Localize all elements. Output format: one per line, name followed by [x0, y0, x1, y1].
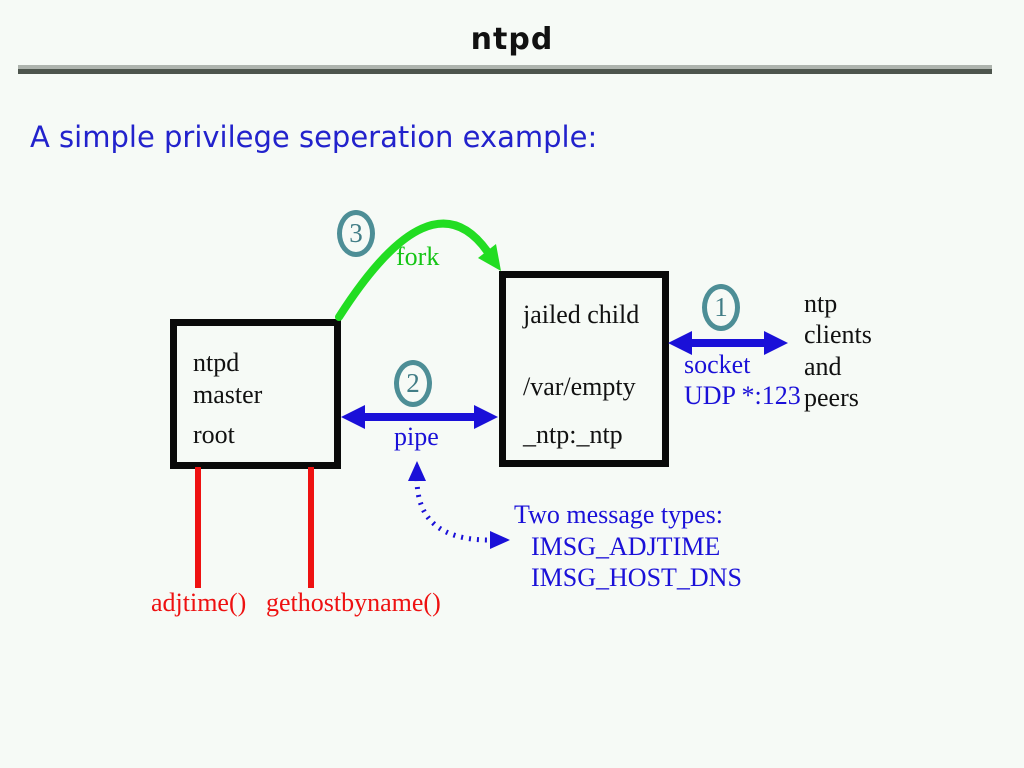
- clients-label-line2: clients: [804, 320, 872, 350]
- socket-label: socket UDP *:123: [684, 349, 801, 411]
- fork-arrow-curve: [335, 219, 491, 321]
- clients-label-line4: peers: [804, 383, 859, 413]
- fork-arrow-head: [478, 244, 501, 271]
- master-box-line3: root: [193, 420, 235, 449]
- message-types-item1: IMSG_ADJTIME: [531, 531, 721, 561]
- slide-heading: A simple privilege seperation example:: [30, 120, 598, 154]
- socket-arrow-head-left: [668, 331, 692, 355]
- clients-label-line3: and: [804, 351, 842, 381]
- socket-label-line2: UDP *:123: [684, 381, 801, 410]
- pipe-arrow-head-right: [474, 405, 498, 429]
- child-box-line3: _ntp:_ntp: [523, 420, 623, 449]
- jailed-child-box: jailed child /var/empty _ntp:_ntp: [499, 271, 669, 467]
- master-box-line1: ntpd: [193, 348, 240, 377]
- fork-label: fork: [396, 242, 440, 271]
- adjtime-label: adjtime(): [151, 588, 247, 617]
- step-badge-pipe: 2: [394, 360, 432, 407]
- message-callout-head-up: [408, 461, 426, 481]
- message-types-item2: IMSG_HOST_DNS: [531, 563, 742, 592]
- master-box-line2: master: [193, 380, 263, 409]
- step-badge-socket: 1: [702, 284, 740, 331]
- message-types-title: Two message types:: [514, 500, 724, 529]
- title-divider: [18, 65, 992, 74]
- message-types-label: Two message types: IMSG_ADJTIME IMSG_HOS…: [514, 499, 742, 594]
- ntp-clients-label: ntp clients and peers: [804, 288, 872, 414]
- ntpd-master-box: ntpd master root: [170, 319, 341, 469]
- message-callout-curve: [414, 478, 490, 543]
- gethostbyname-label: gethostbyname(): [266, 588, 441, 617]
- pipe-label: pipe: [394, 422, 439, 451]
- clients-label-line1: ntp: [804, 289, 838, 318]
- child-box-line1: jailed child: [523, 300, 640, 329]
- socket-arrow-shaft: [686, 339, 770, 347]
- message-callout-head-right: [490, 531, 510, 549]
- child-box-line2: /var/empty: [523, 372, 636, 401]
- slide-title: ntpd: [470, 22, 554, 57]
- divider-dark-band: [18, 69, 992, 74]
- socket-label-line1: socket: [684, 350, 751, 379]
- step-badge-fork: 3: [337, 210, 375, 257]
- socket-arrow-head-right: [764, 331, 788, 355]
- pipe-arrow-head-left: [341, 405, 365, 429]
- pipe-arrow-shaft: [360, 413, 479, 421]
- divider-light-band: [18, 65, 992, 69]
